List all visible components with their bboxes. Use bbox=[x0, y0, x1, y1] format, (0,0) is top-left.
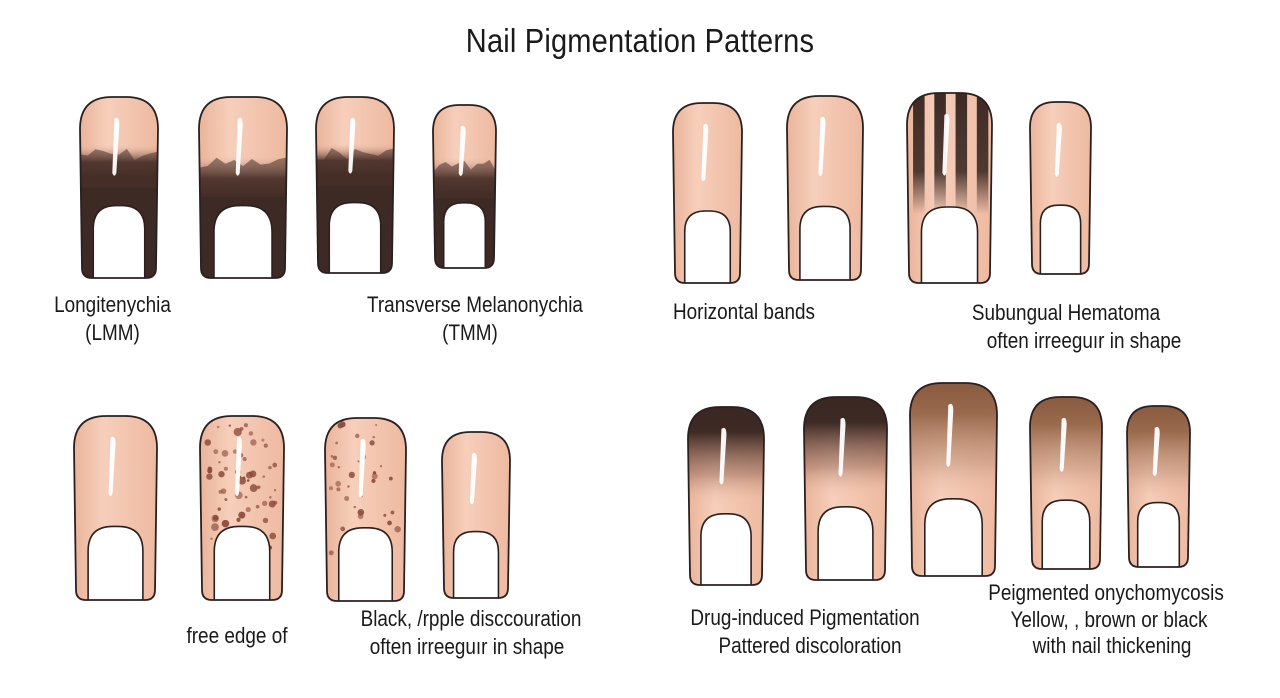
nail-band-lower bbox=[198, 96, 288, 279]
caption-lmm-line1: Longitenychia bbox=[54, 292, 171, 317]
caption-lmm-line2: (LMM) bbox=[85, 320, 140, 345]
nail-brown-top bbox=[1029, 396, 1103, 570]
nail-band-lower bbox=[315, 96, 395, 274]
nail-speckles-dense bbox=[199, 415, 285, 601]
nail-plain bbox=[672, 102, 743, 284]
caption-onychomycosis-line3: with nail thickening bbox=[1032, 633, 1192, 658]
nail-vertical-stripes bbox=[906, 92, 993, 284]
caption-tmm-line2: (TMM) bbox=[442, 320, 498, 345]
nail-plain bbox=[441, 431, 511, 599]
nail-brown-top bbox=[909, 382, 998, 577]
caption-horizontal-bands: Horizontal bands bbox=[672, 299, 815, 324]
nail-speckles-light bbox=[324, 417, 407, 602]
nail-plain bbox=[786, 95, 864, 281]
nail-band-lower bbox=[79, 96, 159, 279]
nail-plain bbox=[73, 415, 158, 601]
nail-band-lower bbox=[432, 104, 497, 269]
caption-onychomycosis-line1: Peigmented onychomycosis bbox=[988, 580, 1224, 605]
nail-dark-top bbox=[803, 396, 888, 581]
nail-plain bbox=[1029, 101, 1092, 275]
caption-tmm-line1: Transverse Melanonychia bbox=[367, 292, 583, 317]
caption-drug-line1: Drug-induced Pigmentation bbox=[690, 605, 920, 630]
caption-hematoma-line2: often irreeguır in shape bbox=[986, 328, 1182, 353]
caption-black-line2: often irreeguır in shape bbox=[369, 634, 565, 659]
caption-free-edge: free edge of bbox=[186, 623, 288, 648]
nail-dark-top bbox=[687, 406, 765, 586]
caption-black-line1: Black, /rpple disccouration bbox=[360, 606, 582, 631]
caption-drug-line2: Pattered discoloration bbox=[718, 633, 902, 658]
nail-brown-top bbox=[1126, 405, 1191, 568]
caption-onychomycosis-line2: Yellow, , brown or black bbox=[1010, 607, 1208, 632]
caption-hematoma-line1: Subungual Hematoma bbox=[971, 300, 1161, 325]
page-title: Nail Pigmentation Patterns bbox=[465, 22, 815, 59]
